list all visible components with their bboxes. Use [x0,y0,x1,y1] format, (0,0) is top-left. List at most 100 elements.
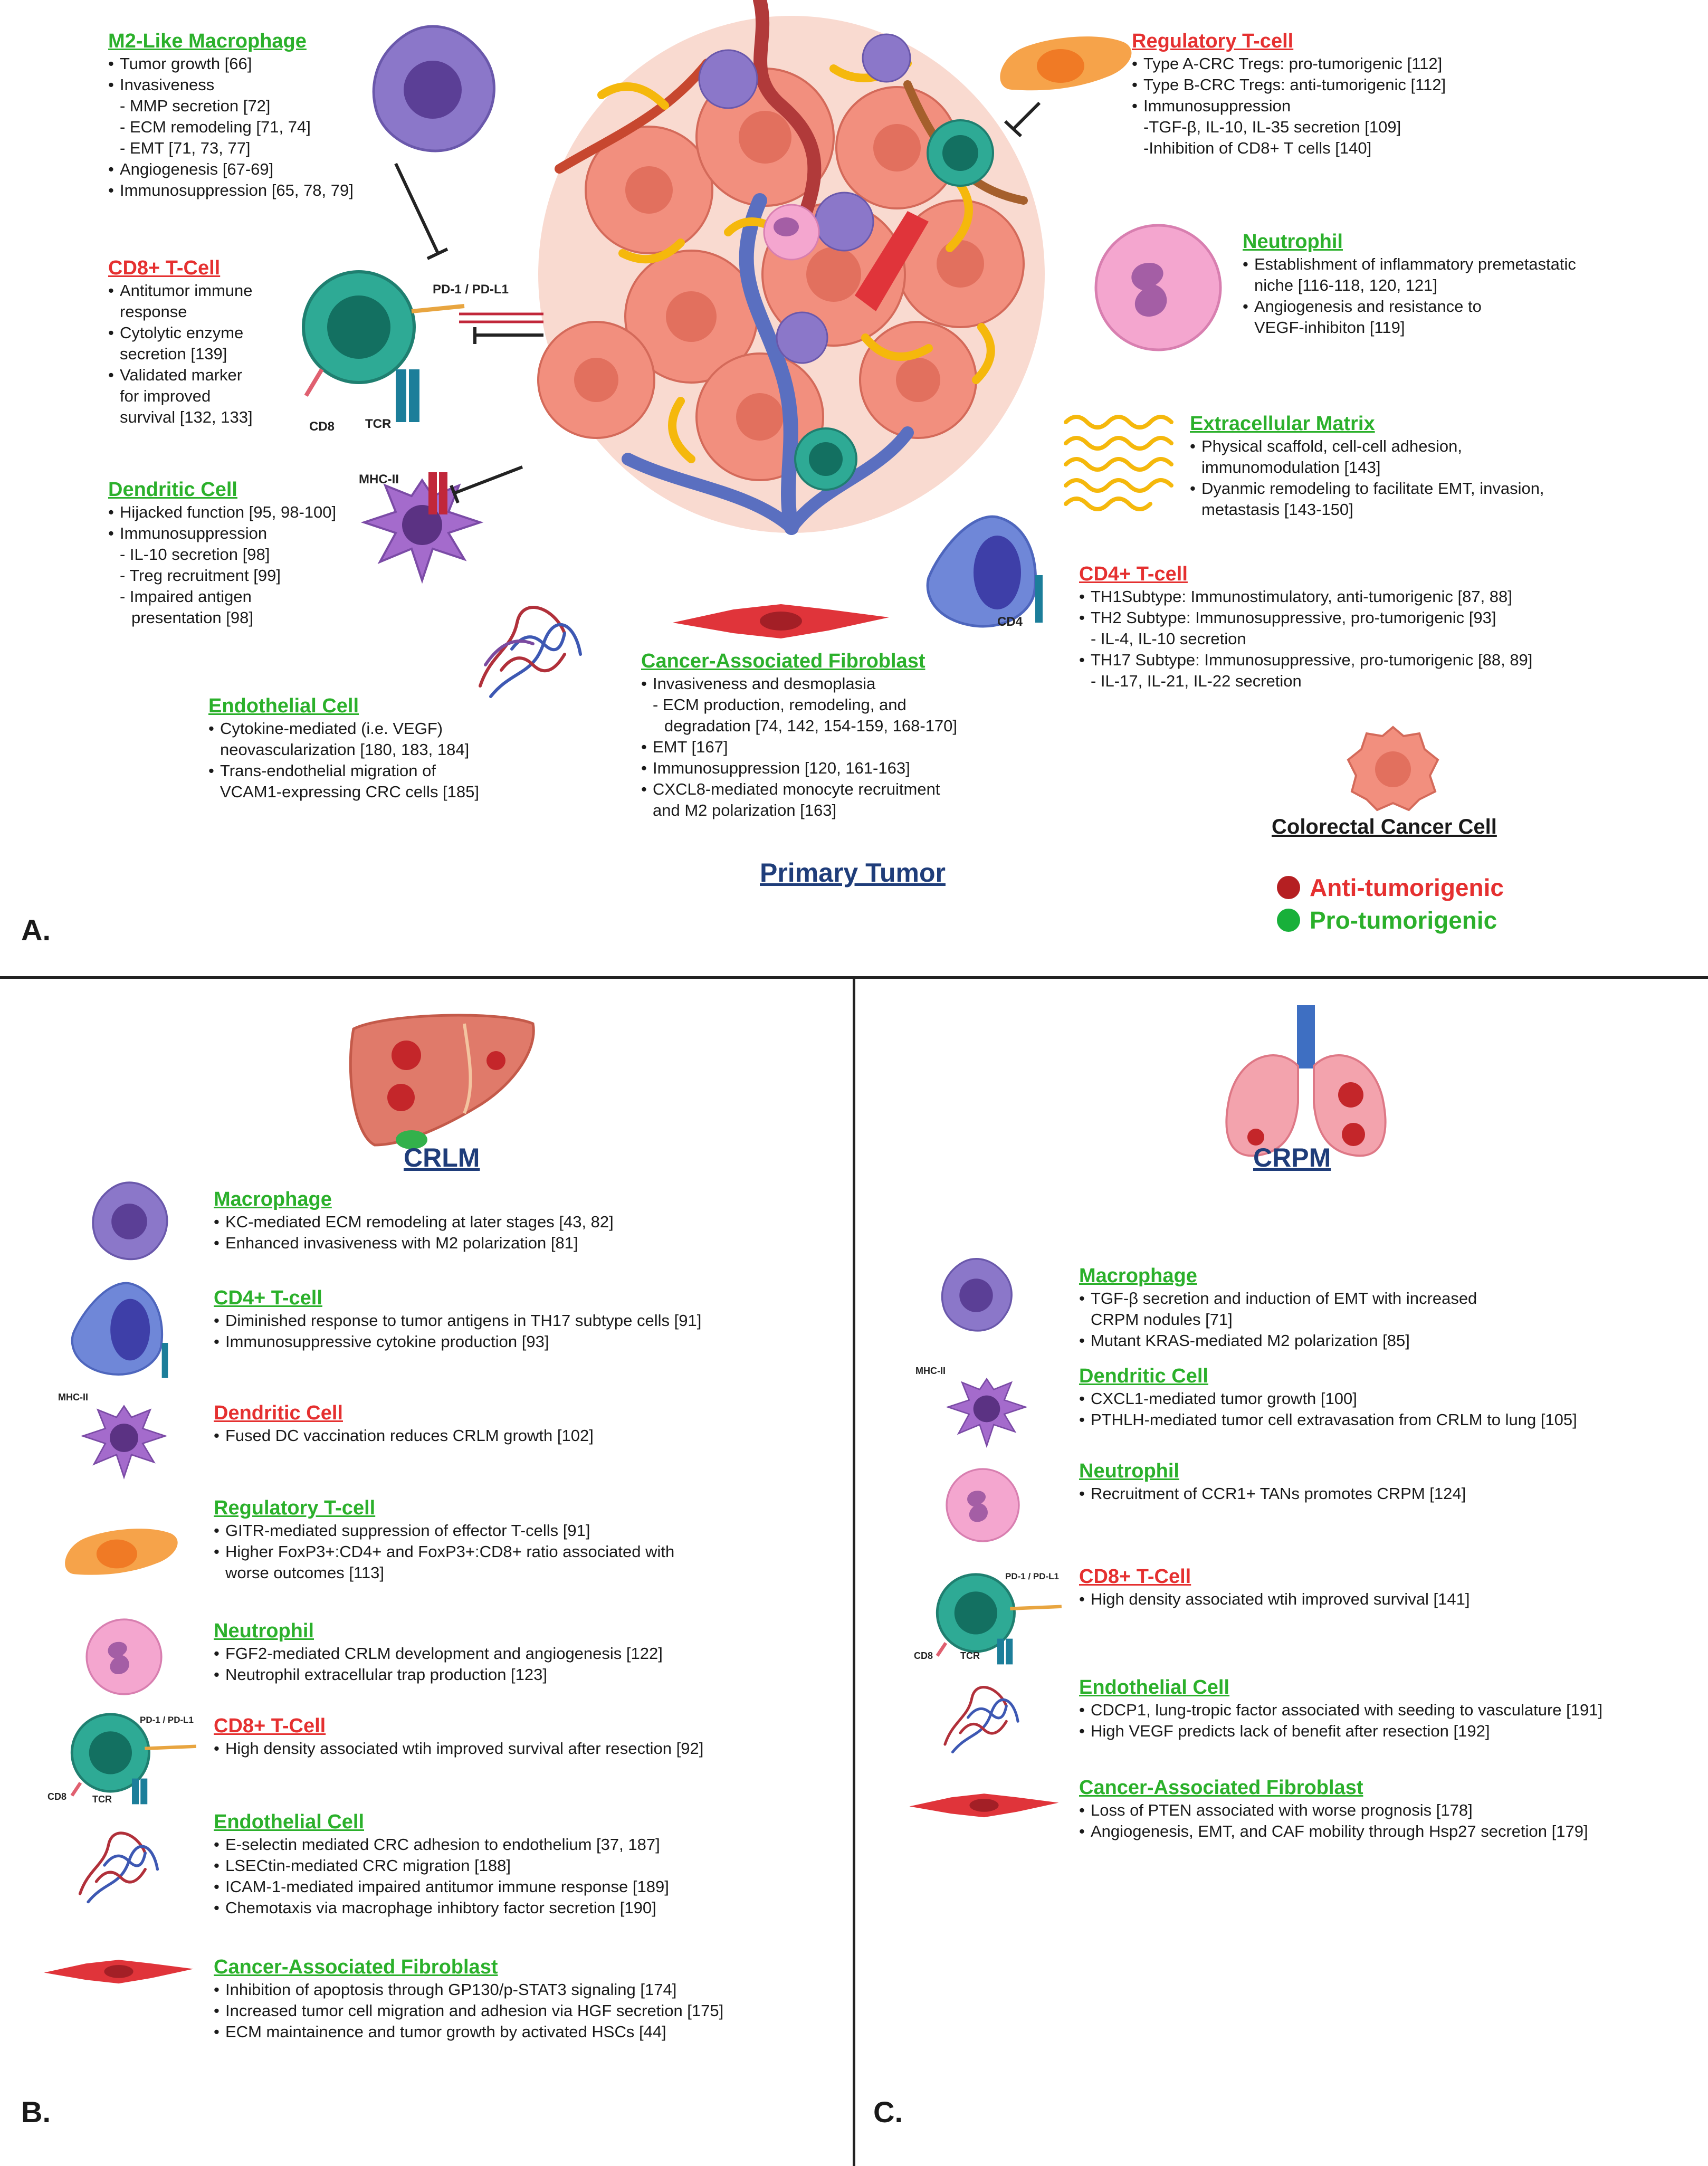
bullet-dot-icon: • [641,780,647,798]
bullet-text: VCAM1-expressing CRC cells [185] [220,783,480,801]
bullet-text: EMT [167] [653,738,728,756]
crpm-neutrophil-icon [946,1468,1020,1542]
bullet-text: Antitumor immune [120,281,253,300]
bullet-item: VCAM1-expressing CRC cells [185] [208,781,479,803]
bullet-item: •Neutrophil extracellular trap productio… [214,1664,663,1685]
bullet-text: VEGF-inhibiton [119] [1254,318,1405,337]
block-title: Macrophage [1079,1265,1197,1287]
bullet-item: •ECM maintainence and tumor growth by ac… [214,2021,723,2043]
bullet-text: Chemotaxis via macrophage inhibtory fact… [225,1898,656,1917]
bullet-item: •Immunosuppression [1132,96,1446,117]
bullet-text: CXCL1-mediated tumor growth [100] [1091,1389,1357,1408]
bullet-list: •CXCL1-mediated tumor growth [100]•PTHLH… [1079,1388,1577,1430]
bullet-item: niche [116-118, 120, 121] [1243,275,1576,296]
bullet-text: Mutant KRAS-mediated M2 polarization [85… [1091,1331,1410,1350]
bullet-text: GITR-mediated suppression of effector T-… [225,1521,590,1540]
crpm-mhc-label: MHC-II [915,1366,946,1376]
bullet-dot-icon: • [1079,1389,1085,1408]
bullet-dot-icon: • [214,1426,220,1445]
bullet-text: High density associated wtih improved su… [225,1739,704,1758]
crpm-title: CRPM [1253,1143,1331,1172]
legend-pro-label: Pro-tumorigenic [1310,907,1497,934]
panel-c-cd8: CD8+ T-Cell•High density associated wtih… [1079,1564,1470,1610]
crlm-pd1-label: PD-1 / PD-L1 [140,1715,194,1725]
dendritic-cell-icon [360,478,484,584]
panel-a-treg: Regulatory T-cell•Type A-CRC Tregs: pro-… [1132,29,1446,159]
bullet-text: Diminished response to tumor antigens in… [225,1311,702,1330]
colorectal-cancer-cell-label: Colorectal Cancer Cell [1272,815,1497,838]
bullet-dot-icon: • [108,281,114,300]
block-title: Neutrophil [1243,231,1343,253]
legend-anti-label: Anti-tumorigenic [1310,874,1504,901]
bullet-dot-icon: • [1243,255,1248,273]
bullet-dot-icon: • [1190,437,1196,455]
bullet-text: survival [132, 133] [120,408,253,426]
bullet-item: •FGF2-mediated CRLM development and angi… [214,1643,663,1664]
panel-a-dc: Dendritic Cell•Hijacked function [95, 98… [108,478,336,628]
crlm-dendritic-icon [80,1405,168,1480]
bullet-dot-icon: • [108,160,114,178]
bullet-text: -Inhibition of CD8+ T cells [140] [1143,139,1372,157]
bullet-dot-icon: • [1079,1590,1085,1608]
bullet-item: - EMT [71, 73, 77] [108,138,354,159]
bullet-text: Establishment of inflammatory premetasta… [1254,255,1576,273]
bullet-dot-icon: • [1132,54,1138,73]
bullet-dot-icon: • [214,1898,220,1917]
bullet-text: Dyanmic remodeling to facilitate EMT, in… [1201,479,1544,498]
bullet-text: neovascularization [180, 183, 184] [220,740,470,759]
block-title: Endothelial Cell [1079,1676,1230,1699]
crpm-cd8-icon [936,1573,1062,1665]
bullet-text: - MMP secretion [72] [120,97,271,115]
bullet-item: •Recruitment of CCR1+ TANs promotes CRPM… [1079,1483,1466,1504]
block-title: Regulatory T-cell [1132,30,1294,52]
crlm-caf-icon [44,1960,194,1984]
block-title: CD4+ T-cell [1079,563,1188,585]
bullet-item: •TGF-β secretion and induction of EMT wi… [1079,1288,1477,1309]
tcr-label: TCR [365,417,392,431]
bullet-text: ICAM-1-mediated impaired antitumor immun… [225,1877,669,1896]
crlm-macrophage-icon [92,1181,168,1261]
bullet-text: Angiogenesis, EMT, and CAF mobility thro… [1091,1822,1588,1840]
crlm-cd4-icon [71,1282,168,1378]
anti-dot-icon [1277,876,1300,899]
bullet-text: CRPM nodules [71] [1091,1310,1233,1329]
crlm-endothelial-icon [78,1831,159,1904]
bullet-dot-icon: • [214,1980,220,1999]
bullet-item: - IL-4, IL-10 secretion [1079,628,1532,650]
block-title: Extracellular Matrix [1190,413,1375,435]
bullet-text: - IL-10 secretion [98] [120,545,270,564]
cd8-marker-label: CD8 [309,419,335,434]
bullet-text: Cytokine-mediated (i.e. VEGF) [220,719,443,738]
bullet-item: •Type B-CRC Tregs: anti-tumorigenic [112… [1132,74,1446,96]
panel-c-mac: Macrophage•TGF-β secretion and induction… [1079,1264,1477,1351]
bullet-item: •ICAM-1-mediated impaired antitumor immu… [214,1876,669,1897]
bullet-item: •KC-mediated ECM remodeling at later sta… [214,1211,614,1233]
bullet-dot-icon: • [1079,1801,1085,1819]
bullet-item: •E-selectin mediated CRC adhesion to end… [214,1834,669,1855]
bullet-text: Higher FoxP3+:CD4+ and FoxP3+:CD8+ ratio… [225,1542,675,1561]
bullet-text: Invasiveness and desmoplasia [653,674,876,693]
bullet-list: •High density associated wtih improved s… [1079,1589,1470,1610]
mhc-ii-label: MHC-II [359,472,399,486]
bullet-text: response [120,302,187,321]
bullet-text: High VEGF predicts lack of benefit after… [1091,1722,1490,1740]
bullet-item: metastasis [143-150] [1190,499,1544,520]
bullet-dot-icon: • [1079,1410,1085,1429]
ecm-icon [1064,415,1173,511]
bullet-list: • Establishment of inflammatory premetast… [1243,254,1576,338]
bullet-text: TH17 Subtype: Immunosuppressive, pro-tum… [1091,651,1533,669]
bullet-text: Immunosuppression [120,524,268,542]
panel-a-endo: Endothelial Cell•Cytokine-mediated (i.e.… [208,694,479,803]
bullet-text: and M2 polarization [163] [653,801,837,819]
pd1-receptor-lines [459,312,543,344]
bullet-text: Hijacked function [95, 98-100] [120,503,337,521]
bullet-item: •Inhibition of apoptosis through GP130/p… [214,1979,723,2000]
bullet-item: -Inhibition of CD8+ T cells [140] [1132,138,1446,159]
bullet-item: - MMP secretion [72] [108,96,354,117]
bullet-dot-icon: • [108,503,114,521]
bullet-dot-icon: • [214,1542,220,1561]
bullet-text: Validated marker [120,366,243,384]
panel-c-dc: Dendritic Cell•CXCL1-mediated tumor grow… [1079,1364,1577,1430]
bullet-list: •TGF-β secretion and induction of EMT wi… [1079,1288,1477,1351]
bullet-text: Fused DC vaccination reduces CRLM growth… [225,1426,594,1445]
